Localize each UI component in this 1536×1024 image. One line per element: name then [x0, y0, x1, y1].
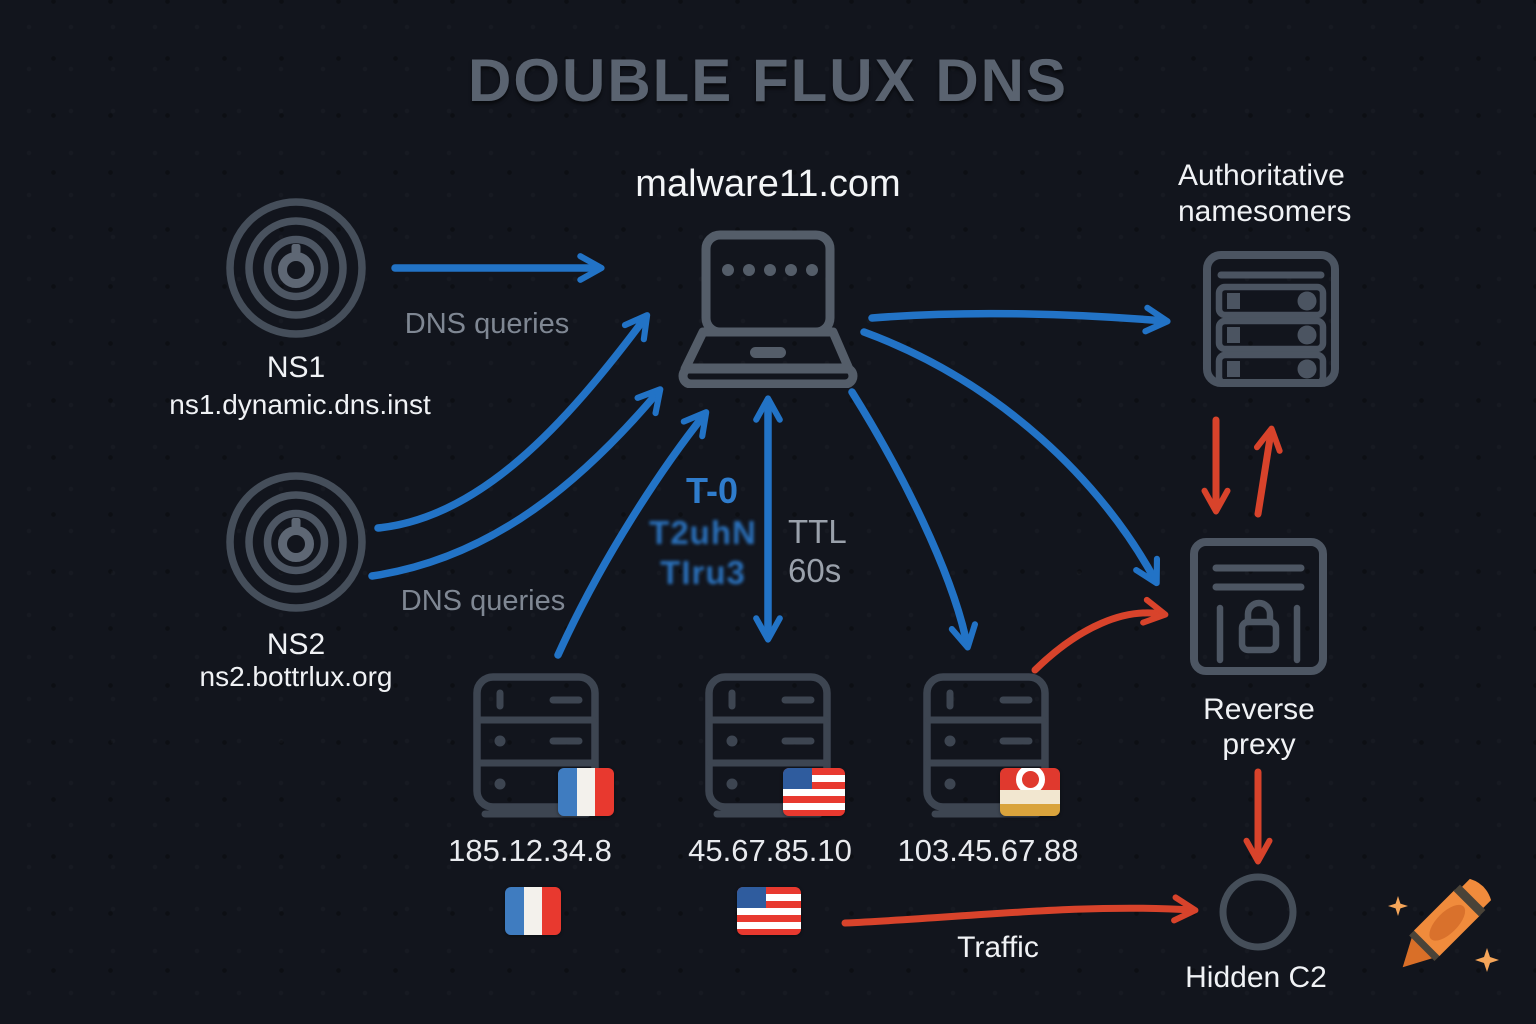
authoritative-label-line2: namesomers — [1178, 195, 1352, 228]
traffic-label: Traffic — [957, 931, 1039, 964]
ns2-queries-label: DNS queries — [400, 585, 566, 617]
reverse-proxy-label-line2: prexy — [1222, 728, 1296, 761]
reverse-proxy-label-line1: Reverse — [1203, 693, 1315, 726]
server2-ip: 45.67.85.10 — [688, 833, 852, 868]
flag-usa-icon — [737, 887, 801, 935]
arrow-domain-to-server3 — [848, 388, 978, 651]
ns1-label: NS1 — [266, 351, 326, 384]
flag-france-icon — [558, 768, 614, 816]
reverse-proxy-lock-icon — [1190, 538, 1327, 675]
ttl-value: 60s — [788, 552, 842, 589]
page-title: DOUBLE FLUX DNS — [468, 47, 1068, 114]
ns2-radar-icon — [226, 472, 366, 612]
arrow-server1-to-domain — [554, 409, 710, 659]
server3-ip: 103.45.67.88 — [897, 833, 1079, 868]
arrow-traffic-to-c2 — [841, 894, 1199, 927]
server-icon — [705, 673, 831, 818]
crayon-icon — [1388, 878, 1499, 972]
laptop-icon — [678, 230, 858, 388]
hidden-c2-label: Hidden C2 — [1185, 961, 1327, 994]
arrow-domain-to-reverse-proxy — [860, 328, 1161, 587]
flag-usa-icon — [783, 768, 845, 816]
flag-france-icon — [505, 887, 561, 935]
ttl-label: TTL — [788, 513, 847, 550]
authoritative-label-line1: Authoritative — [1178, 159, 1345, 192]
garbled-text-1: T2uhN — [649, 514, 757, 551]
ns1-host: ns1.dynamic.dns.inst — [169, 389, 431, 420]
ns2-label: NS2 — [266, 628, 326, 661]
hidden-c2-circle-icon — [1219, 873, 1297, 951]
arrow-domain-to-nameserver — [868, 304, 1171, 335]
server1-ip: 185.12.34.8 — [448, 833, 612, 868]
arrow-ns2-to-domain-upper — [374, 312, 651, 532]
t0-label: T-0 — [685, 470, 739, 511]
ns1-queries-label: DNS queries — [404, 308, 570, 340]
ns1-radar-icon — [226, 198, 366, 338]
garbled-text-2: TIru3 — [660, 554, 746, 591]
ns2-host: ns2.bottrlux.org — [199, 661, 393, 692]
domain-label: malware11.com — [635, 163, 901, 205]
arrow-proxy-to-nameserver-up — [1253, 425, 1283, 518]
arrow-server3-to-reverse-proxy — [1031, 596, 1169, 674]
nameserver-rack-icon — [1203, 251, 1339, 387]
flag-red-white-gold-icon — [1000, 768, 1060, 816]
arrow-ns2-to-domain-lower — [368, 386, 664, 580]
